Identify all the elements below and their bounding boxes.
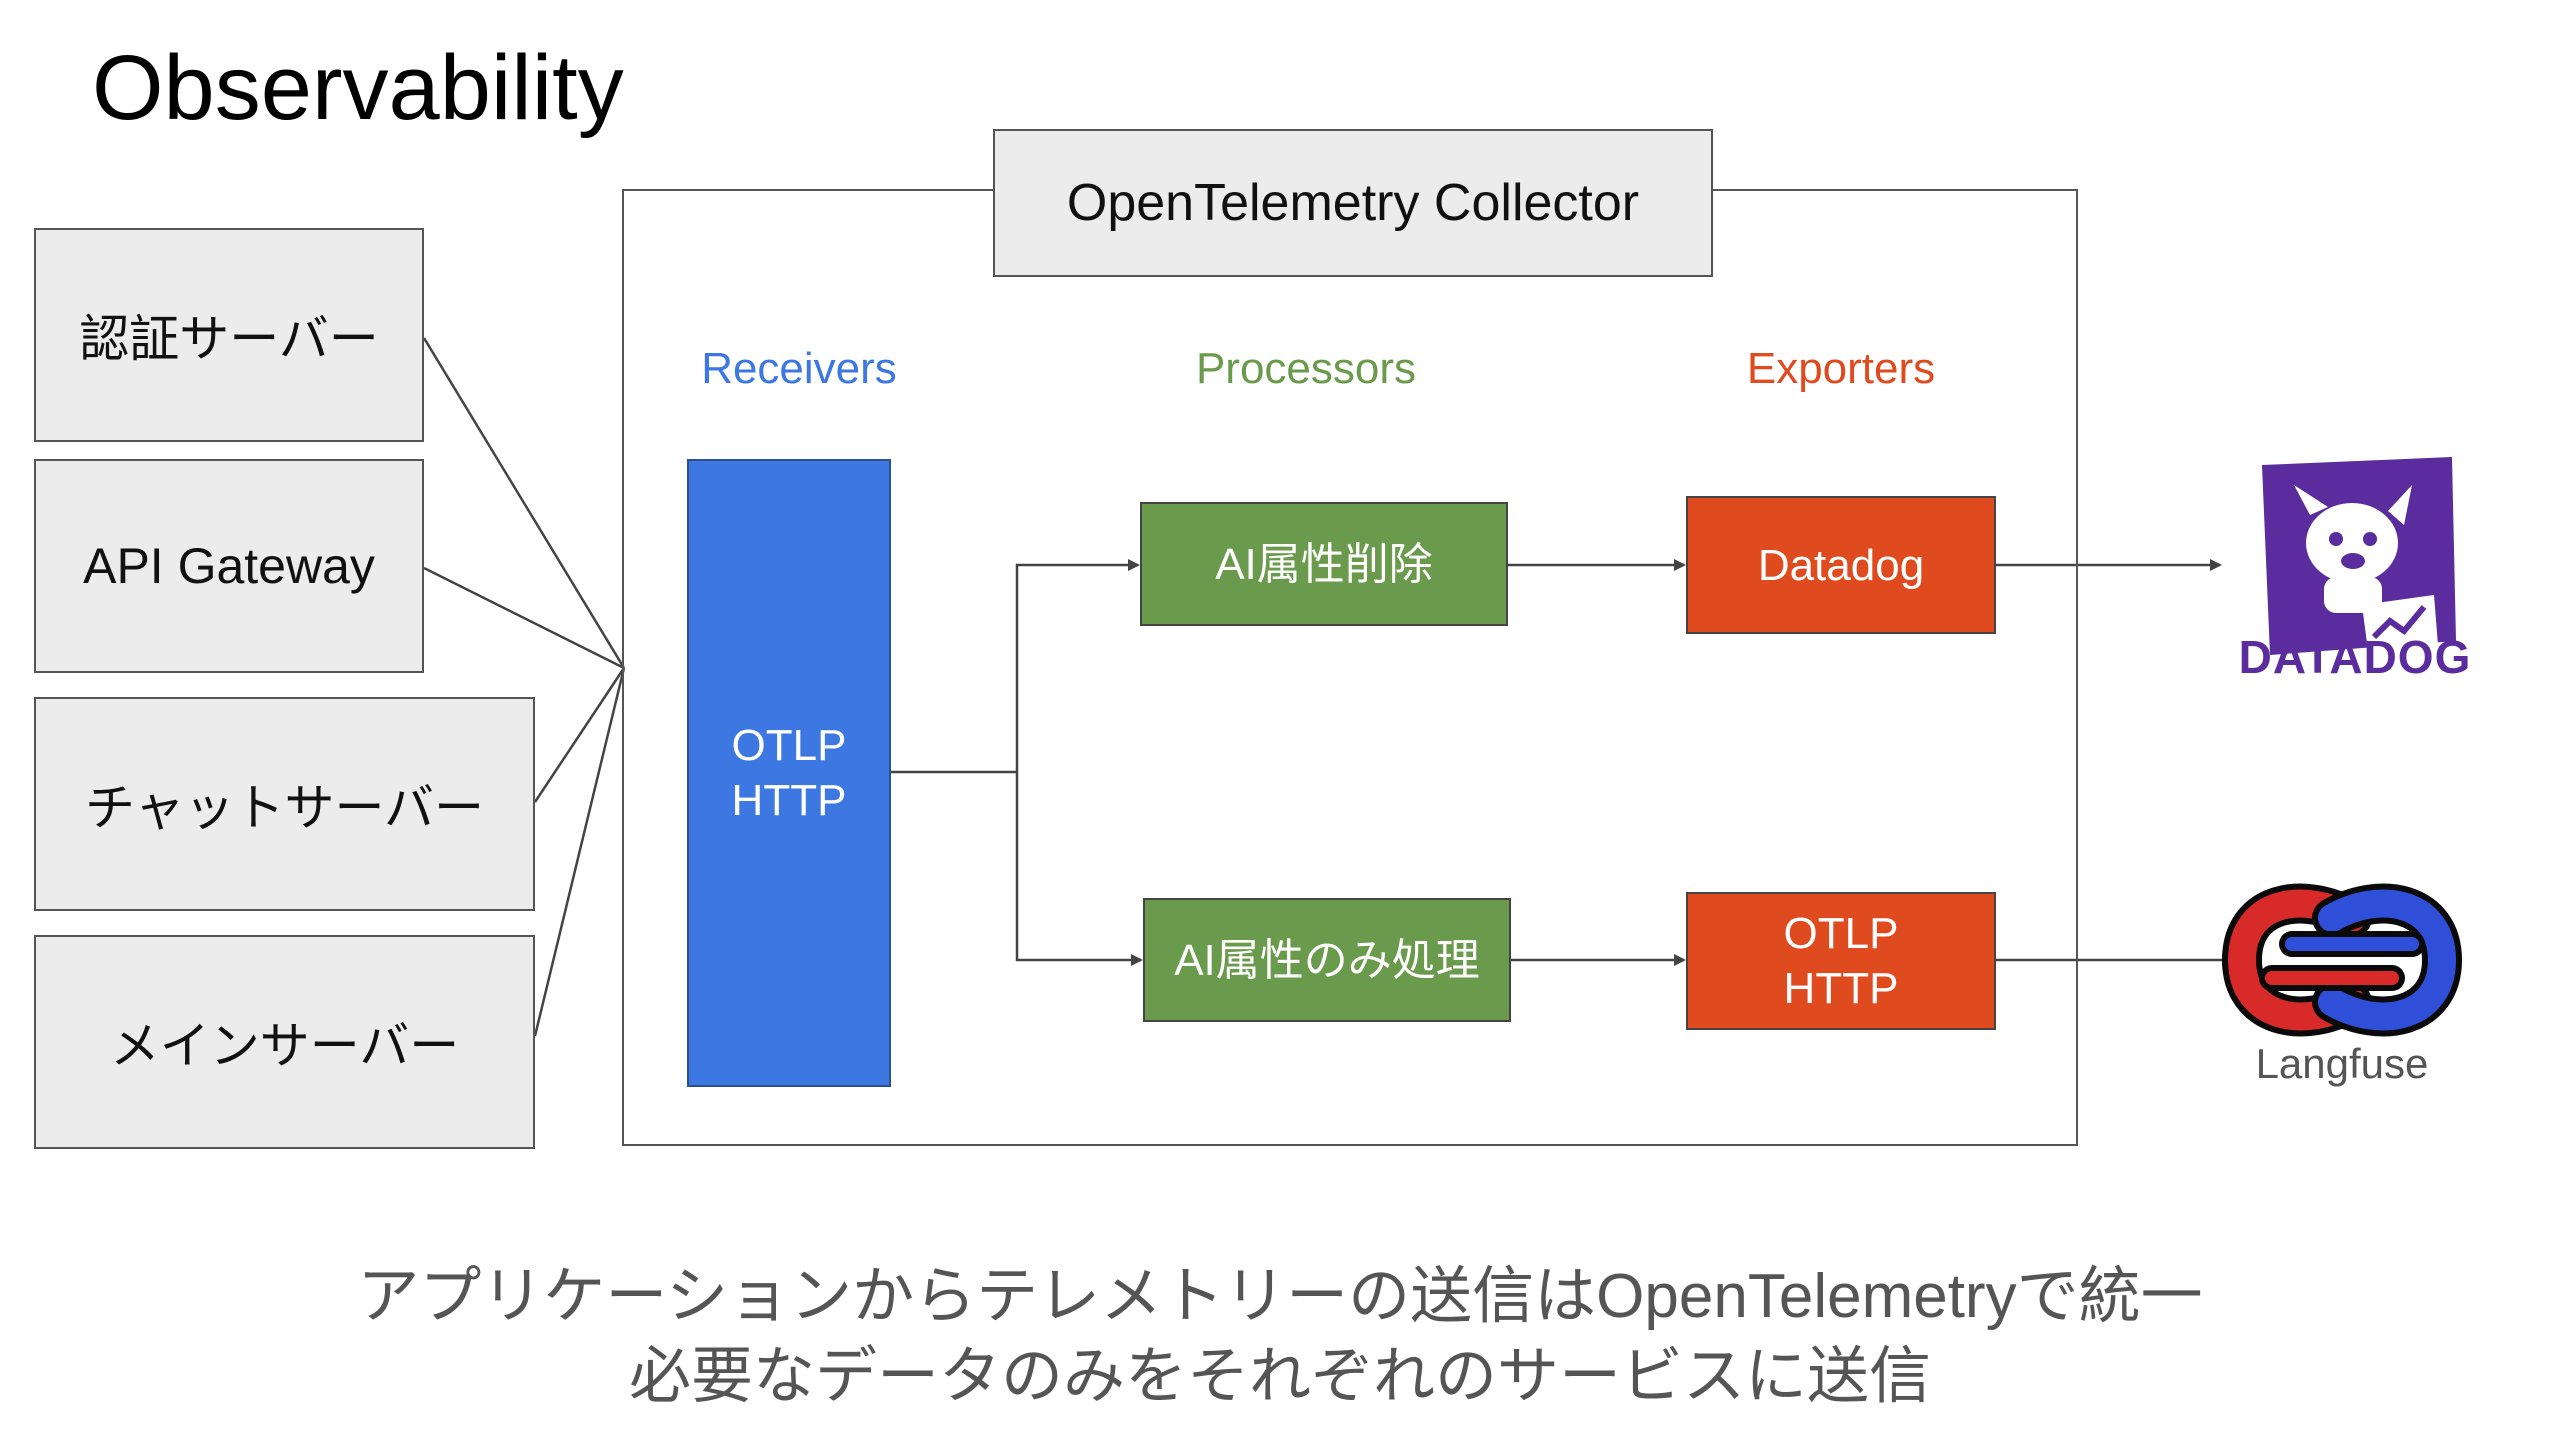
wire-src-1 <box>422 337 626 669</box>
processor-ai-attributes-only: AI属性のみ処理 <box>1143 898 1511 1022</box>
source-main-server: メインサーバー <box>34 935 535 1149</box>
wire-src-4 <box>533 667 626 1037</box>
datadog-wordmark: DATADOG <box>2238 631 2472 683</box>
exporter-datadog: Datadog <box>1686 496 1996 634</box>
footer-line-2: 必要なデータのみをそれぞれのサービスに送信 <box>628 1342 1931 1411</box>
collector-title: OpenTelemetry Collector <box>993 129 1713 277</box>
wire-src-2 <box>423 566 625 670</box>
wire-to-proc-2 <box>1015 772 1143 966</box>
stage-receivers-label: Receivers <box>701 344 897 393</box>
page-title: Observability <box>92 37 624 139</box>
langfuse-label: Langfuse <box>2255 1040 2429 1087</box>
source-api-gateway: API Gateway <box>34 459 424 673</box>
exporter-otlp-http: OTLP HTTP <box>1686 892 1996 1030</box>
langfuse-logo-icon <box>2222 883 2462 1037</box>
source-auth-server: 認証サーバー <box>34 228 424 442</box>
datadog-logo-icon <box>2262 457 2456 655</box>
stage-exporters-label: Exporters <box>1746 344 1936 393</box>
otlp-http-receiver: OTLP HTTP <box>687 459 891 1087</box>
footer-line-1: アプリケーションからテレメトリーの送信はOpenTelemetryで統一 <box>357 1262 2203 1331</box>
stage-processors-label: Processors <box>1195 344 1417 393</box>
source-chat-server: チャットサーバー <box>34 697 535 911</box>
processor-remove-ai-attributes: AI属性削除 <box>1140 502 1508 626</box>
wire-to-proc-1 <box>1015 559 1140 772</box>
wire-src-3 <box>533 667 626 803</box>
